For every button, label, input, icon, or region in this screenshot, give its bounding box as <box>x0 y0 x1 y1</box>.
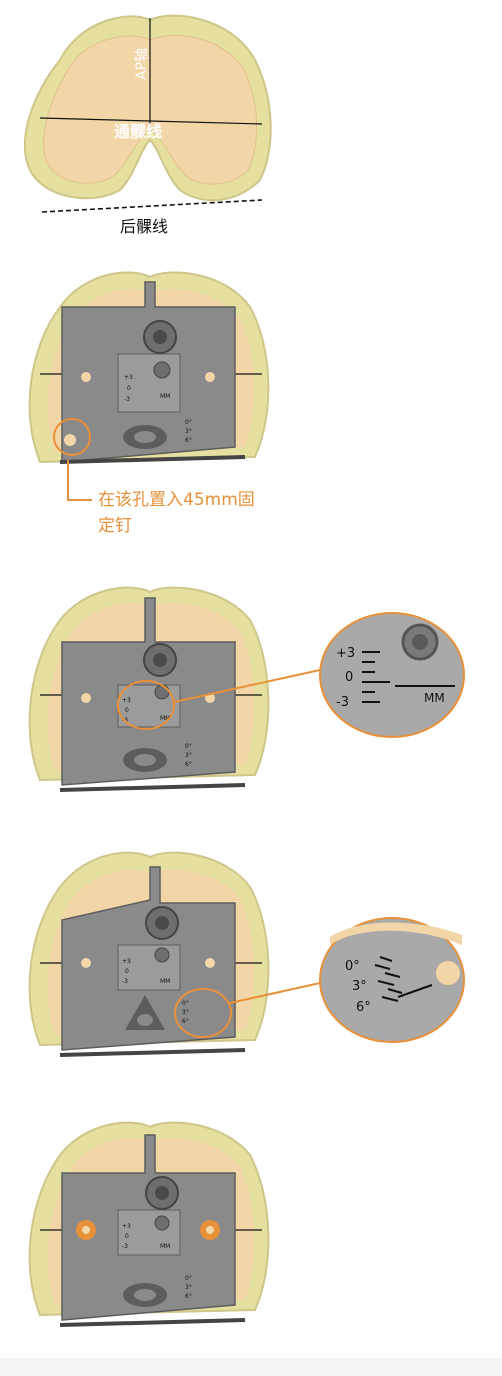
step5-guide-pins-highlighted: +3 0 -3 MM 0° 3° 6° <box>0 1115 502 1355</box>
scale-deg3: 3° <box>185 1284 192 1291</box>
mm-scale-highlight <box>117 680 175 730</box>
posterior-condylar-label: 后髁线 <box>120 217 168 236</box>
guide-window <box>117 353 181 413</box>
scale-deg6: 6° <box>185 437 192 444</box>
pin-hole-left-inner <box>82 1226 90 1234</box>
pin-hole-fixation <box>64 434 76 446</box>
zoom-bushing-inner <box>412 634 428 650</box>
zoom-minus3: -3 <box>336 695 349 710</box>
scale-zero: 0 <box>125 707 129 714</box>
scale-deg0: 0° <box>182 1000 189 1007</box>
zoom-mm: MM <box>424 691 445 705</box>
drill-bushing-top-inner <box>155 1186 169 1200</box>
drill-bushing-mid <box>154 947 170 963</box>
mm-zoom-circle <box>319 612 465 738</box>
zoom-mm-ticks <box>362 651 455 703</box>
scale-deg6: 6° <box>185 761 192 768</box>
scale-deg6: 6° <box>182 1018 189 1025</box>
ap-axis-label: AP轴 <box>134 48 150 80</box>
pin-note-line2: 定钉 <box>98 516 132 536</box>
scale-minus3: -3 <box>122 978 128 985</box>
scale-deg0: 0° <box>185 743 192 750</box>
scale-mm: MM <box>160 393 170 400</box>
epicondylar-line <box>39 117 263 125</box>
drill-bushing-mid <box>153 361 171 379</box>
drill-bushing-mid <box>154 684 170 700</box>
guide-base <box>59 783 246 792</box>
scale-deg0: 0° <box>185 419 192 426</box>
scale-plus3: +3 <box>122 958 131 965</box>
zoom-deg3: 3° <box>352 979 367 994</box>
drill-bushing-top-inner <box>153 653 167 667</box>
degree-scale-highlight <box>174 988 232 1038</box>
zoom-zero: 0 <box>345 670 353 685</box>
callout-leader <box>67 460 92 501</box>
guide-diagram-4: +3 0 -3 MM 0° 3° 6° 0° 3° 6° <box>28 851 465 1057</box>
scale-deg6: 6° <box>185 1293 192 1300</box>
pin-hole-right <box>205 958 215 968</box>
scale-plus3: +3 <box>122 1223 131 1230</box>
scale-plus3: +3 <box>124 374 133 381</box>
scale-deg3: 3° <box>185 428 192 435</box>
scale-mm: MM <box>160 715 170 722</box>
drill-bushing-top-inner <box>153 330 167 344</box>
scale-minus3: -3 <box>124 396 130 403</box>
drill-bushing-top-inner <box>155 916 169 930</box>
scale-deg3: 3° <box>182 1009 189 1016</box>
guide-base <box>59 1318 246 1327</box>
pin-hole-left <box>81 693 91 703</box>
scale-zero: 0 <box>125 1233 129 1240</box>
pin-note-line1: 在该孔置入45mm固 <box>98 490 255 510</box>
scale-zero: 0 <box>125 968 129 975</box>
guide-screw <box>123 1283 167 1307</box>
scale-mm: MM <box>160 1243 170 1250</box>
guide-window <box>117 1209 181 1256</box>
guide-diagram-2: +3 0 -3 MM 0° 3° 6° <box>28 271 270 501</box>
step1-femur-axes: AP轴 通髁线 后髁线 <box>0 0 502 250</box>
scale-zero: 0 <box>127 385 131 392</box>
footer-strip <box>0 1358 502 1376</box>
zoom-deg6: 6° <box>356 1000 371 1015</box>
guide-window <box>117 944 181 991</box>
guide-diagram-3: +3 0 -3 MM 0° 3° 6° +3 0 -3 MM <box>28 586 465 792</box>
zoom-degree-ticks <box>374 956 433 1002</box>
zoom-deg0: 0° <box>345 959 360 974</box>
scale-plus3: +3 <box>122 697 131 704</box>
step2-guide-pin-hole: +3 0 -3 MM 0° 3° 6° 在该孔置入45mm固 定钉 <box>0 262 502 552</box>
zoom-pin-hole <box>436 961 460 985</box>
step4-guide-degree-scale: +3 0 -3 MM 0° 3° 6° 0° 3° 6° <box>0 845 502 1080</box>
epicondylar-label: 通髁线 <box>114 122 162 141</box>
pin-hole-left <box>81 958 91 968</box>
guide-base <box>59 455 246 464</box>
degree-zoom-circle <box>319 917 465 1043</box>
posterior-condylar-line <box>41 199 263 213</box>
drill-bushing-mid <box>154 1215 170 1231</box>
guide-diagram-5: +3 0 -3 MM 0° 3° 6° <box>28 1121 270 1327</box>
scale-minus3: -3 <box>122 1243 128 1250</box>
pin-hole-right <box>205 372 215 382</box>
guide-screw <box>123 748 167 772</box>
zoom-guide-edge <box>330 922 462 945</box>
guide-screw <box>123 425 167 449</box>
zoom-plus3: +3 <box>336 646 355 661</box>
pin-hole-left <box>81 372 91 382</box>
pin-hole-right-inner <box>206 1226 214 1234</box>
zoom-connector <box>229 982 321 1004</box>
pin-hole-highlight <box>53 418 91 456</box>
femur-diagram: AP轴 通髁线 后髁线 <box>23 14 272 236</box>
scale-mm: MM <box>160 978 170 985</box>
scale-deg0: 0° <box>185 1275 192 1282</box>
step3-guide-mm-scale: +3 0 -3 MM 0° 3° 6° +3 0 -3 MM <box>0 580 502 820</box>
zoom-connector <box>173 669 321 703</box>
guide-screw <box>125 995 165 1030</box>
guide-base <box>59 1048 246 1057</box>
scale-deg3: 3° <box>185 752 192 759</box>
